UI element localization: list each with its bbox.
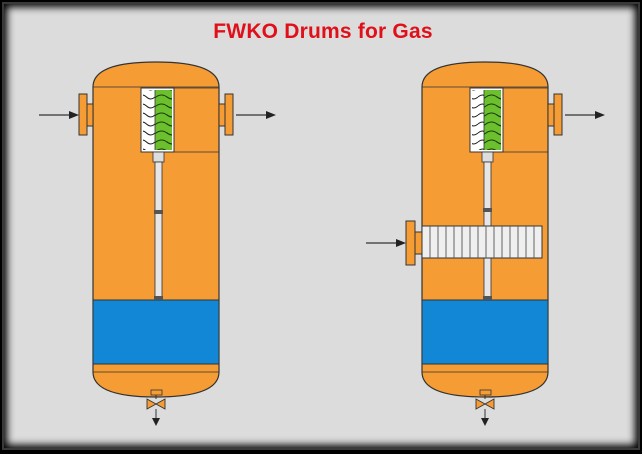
diagram-title: FWKO Drums for Gas xyxy=(213,20,433,43)
left-downcomer xyxy=(152,151,165,301)
arrow-down-icon xyxy=(481,418,489,426)
arrow-right-icon xyxy=(565,111,605,119)
right-inlet-distributor xyxy=(405,220,543,266)
arrow-right-icon xyxy=(366,239,406,247)
arrow-down-icon xyxy=(152,418,160,426)
right-mist-eliminator xyxy=(469,87,504,153)
right-drain xyxy=(475,389,495,426)
left-outlet-nozzle xyxy=(218,93,234,136)
right-drum xyxy=(366,61,605,426)
left-liquid-level xyxy=(92,299,220,365)
valve-icon xyxy=(146,395,166,410)
left-drain xyxy=(146,389,166,426)
right-outlet-nozzle xyxy=(547,93,563,136)
arrow-right-icon xyxy=(39,111,79,119)
right-liquid-level xyxy=(421,299,549,365)
left-inlet-nozzle xyxy=(78,93,94,136)
arrow-right-icon xyxy=(236,111,276,119)
left-mist-eliminator xyxy=(140,87,175,153)
valve-icon xyxy=(475,395,495,410)
left-drum xyxy=(39,61,276,426)
